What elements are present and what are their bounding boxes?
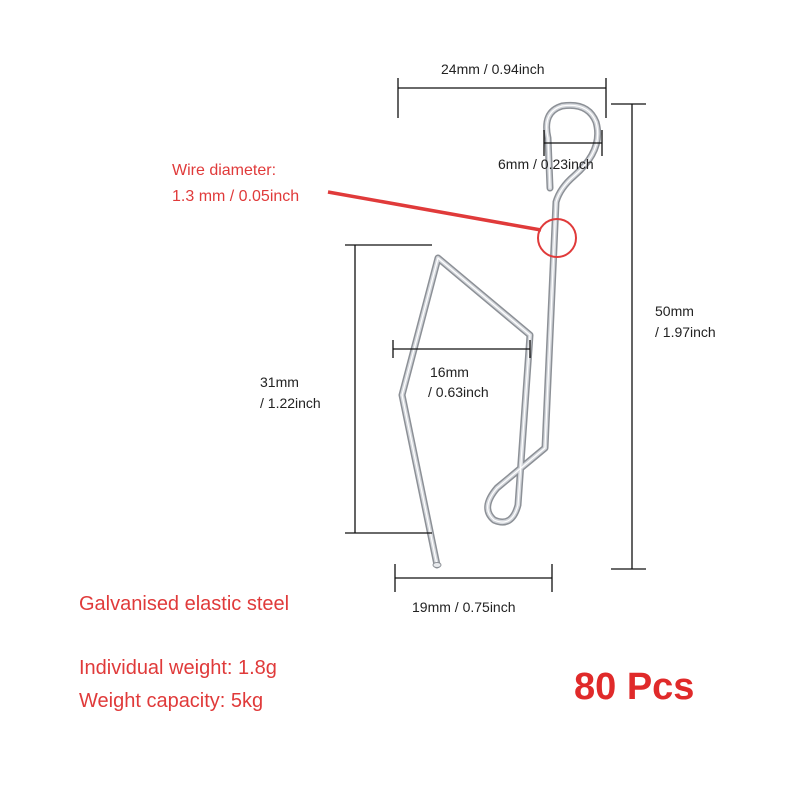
- dim-loop-width-label: 6mm / 0.23inch: [498, 156, 594, 172]
- wire-diameter-title: Wire diameter:: [172, 162, 277, 179]
- hook-wire-highlight: [401, 104, 599, 566]
- dim-left-height-in-label: / 1.22inch: [260, 395, 321, 411]
- spec-weight: Individual weight: 1.8g: [79, 657, 277, 679]
- spec-capacity: Weight capacity: 5kg: [79, 690, 264, 712]
- wire-diameter-value: 1.3 mm / 0.05inch: [172, 188, 300, 205]
- hook-wire-body: [400, 103, 600, 567]
- dim-total-height-mm-label: 50mm: [655, 303, 694, 319]
- hook-wire-outline: [398, 101, 602, 569]
- quantity-label: 80 Pcs: [574, 666, 695, 708]
- dim-inner-width-mm-label: 16mm: [430, 364, 469, 380]
- callout-circle: [537, 218, 577, 258]
- dim-left-height-mm-label: 31mm: [260, 374, 299, 390]
- hook-wire: [398, 101, 602, 569]
- wire-diameter-callout: [327, 190, 577, 258]
- dim-bottom-width-label: 19mm / 0.75inch: [412, 599, 516, 615]
- dim-top-width-label: 24mm / 0.94inch: [441, 61, 545, 77]
- dimension-lines: [345, 78, 646, 592]
- spec-material: Galvanised elastic steel: [79, 593, 290, 615]
- dim-inner-width-in-label: / 0.63inch: [428, 384, 489, 400]
- dim-total-height-in-label: / 1.97inch: [655, 324, 716, 340]
- wire-end-cap: [432, 562, 442, 568]
- callout-pointer: [327, 190, 542, 232]
